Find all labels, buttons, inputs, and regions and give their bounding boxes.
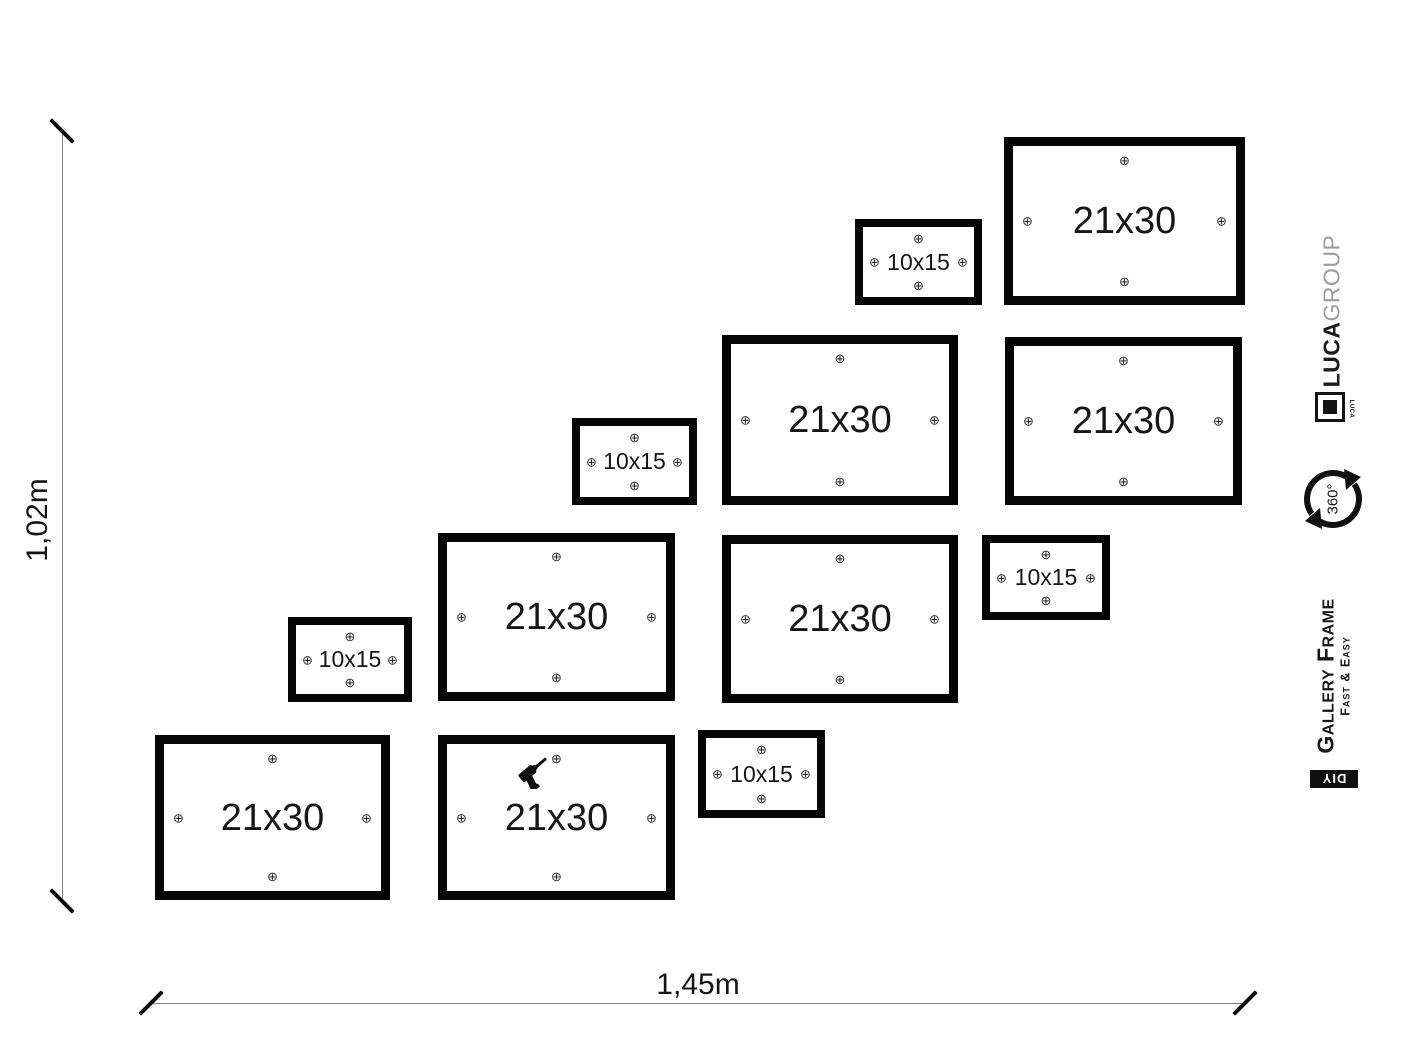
diy-badge-label: DIY [1321,771,1347,787]
screw-marker-icon: ⊕ [672,454,683,469]
screw-marker-icon: ⊕ [267,869,278,884]
screw-marker-icon: ⊕ [834,474,846,489]
screw-marker-icon: ⊕ [456,810,467,825]
screw-marker-icon: ⊕ [1040,547,1052,562]
screw-marker-icon: ⊕ [712,766,723,782]
screw-marker-icon: ⊕ [267,751,278,766]
gallery-frame-title: Gallery Frame [1312,598,1339,754]
screw-marker-icon: ⊕ [834,672,846,687]
screw-marker-icon: ⊕ [740,412,751,428]
height-dimension-label: 1,02m [21,478,54,562]
screw-marker-icon: ⊕ [302,652,313,667]
screw-marker-icon: ⊕ [1085,570,1096,585]
screw-marker-icon: ⊕ [629,430,640,445]
frame-size-label: 21x30 [1071,400,1176,442]
luca-square-logo [1315,392,1345,422]
picture-frame-21x30: 21x30 ⊕ ⊕ ⊕ ⊕ [1004,137,1245,305]
screw-marker-icon: ⊕ [1216,213,1227,229]
diy-badge: DIY [1310,770,1358,788]
frame-size-label: 21x30 [504,796,609,839]
screw-marker-icon: ⊕ [913,231,924,246]
frame-size-label: 21x30 [220,796,325,839]
screw-marker-icon: ⊕ [929,611,940,627]
screw-marker-icon: ⊕ [387,652,398,667]
picture-frame-10x15: 10x15 ⊕ ⊕ ⊕ ⊕ [855,219,982,305]
gallery-frame-subtitle: Fast & Easy [1338,636,1353,716]
frame-size-label: 21x30 [788,399,892,441]
screw-marker-icon: ⊕ [834,551,846,566]
screw-marker-icon: ⊕ [551,670,562,685]
horizontal-dimension-line [150,1002,1246,1004]
drill-icon [518,757,547,789]
frame-size-label: 10x15 [887,248,950,275]
picture-frame-10x15: 10x15 ⊕ ⊕ ⊕ ⊕ [698,730,825,818]
screw-marker-icon: ⊕ [1118,353,1129,368]
screw-marker-icon: ⊕ [551,751,562,766]
screw-marker-icon: ⊕ [1023,413,1034,429]
picture-frame-21x30: 21x30 ⊕ ⊕ ⊕ ⊕ [722,535,958,703]
picture-frame-21x30: 21x30 ⊕ ⊕ ⊕ ⊕ [155,735,390,900]
picture-frame-21x30: 21x30 ⊕ ⊕ ⊕ ⊕ [722,335,958,505]
screw-marker-icon: ⊕ [740,611,751,627]
screw-marker-icon: ⊕ [361,810,372,825]
screw-marker-icon: ⊕ [1213,413,1224,429]
screw-marker-icon: ⊕ [834,351,846,366]
vertical-dimension-line [61,130,63,900]
screw-marker-icon: ⊕ [869,254,880,270]
screw-marker-icon: ⊕ [456,609,467,625]
picture-frame-10x15: 10x15 ⊕ ⊕ ⊕ ⊕ [982,535,1110,620]
frame-size-label: 10x15 [318,646,382,672]
width-dimension-label: 1,45m [656,968,740,1001]
frame-size-label: 21x30 [788,598,892,640]
frame-size-label: 21x30 [504,596,609,638]
screw-marker-icon: ⊕ [756,742,767,757]
rotation-360-icon: 360° [1304,469,1362,529]
rotation-360-label: 360° [1325,483,1342,514]
picture-frame-21x30: 21x30 ⊕ ⊕ ⊕ ⊕ [438,735,675,900]
frame-size-label: 10x15 [730,760,793,787]
picture-frame-10x15: 10x15 ⊕ ⊕ ⊕ ⊕ [572,418,697,505]
luca-group-logotype: LUCAGROUP [1318,234,1345,388]
screw-marker-icon: ⊕ [646,810,657,825]
luca-square-logo-inner [1323,400,1337,414]
screw-marker-icon: ⊕ [1119,274,1130,289]
screw-marker-icon: ⊕ [344,629,356,644]
frame-size-label: 21x30 [1072,200,1177,242]
luca-logo-small-text: LUCA [1348,399,1354,419]
screw-marker-icon: ⊕ [957,254,968,270]
screw-marker-icon: ⊕ [1119,153,1130,168]
screw-marker-icon: ⊕ [996,570,1007,585]
screw-marker-icon: ⊕ [756,791,767,806]
screw-marker-icon: ⊕ [629,478,640,493]
screw-marker-icon: ⊕ [1022,213,1033,229]
screw-marker-icon: ⊕ [929,412,940,428]
screw-marker-icon: ⊕ [344,675,356,690]
picture-frame-21x30: 21x30 ⊕ ⊕ ⊕ ⊕ [1005,337,1242,505]
gallery-frame-logotype: Gallery Frame Fast & Easy [1312,598,1353,754]
frame-size-label: 10x15 [603,448,666,474]
screw-marker-icon: ⊕ [646,609,657,625]
screw-marker-icon: ⊕ [1118,474,1129,489]
screw-marker-icon: ⊕ [913,278,924,293]
screw-marker-icon: ⊕ [586,454,597,469]
screw-marker-icon: ⊕ [173,810,184,825]
luca-group-logotype-light: GROUP [1318,234,1345,322]
screw-marker-icon: ⊕ [551,869,562,884]
luca-group-logotype-bold: LUCA [1318,321,1345,388]
screw-marker-icon: ⊕ [551,549,562,564]
picture-frame-21x30: 21x30 ⊕ ⊕ ⊕ ⊕ [438,533,675,701]
picture-frame-10x15: 10x15 ⊕ ⊕ ⊕ ⊕ [288,617,412,702]
screw-marker-icon: ⊕ [1040,593,1052,608]
frame-size-label: 10x15 [1014,564,1078,590]
screw-marker-icon: ⊕ [800,766,811,782]
